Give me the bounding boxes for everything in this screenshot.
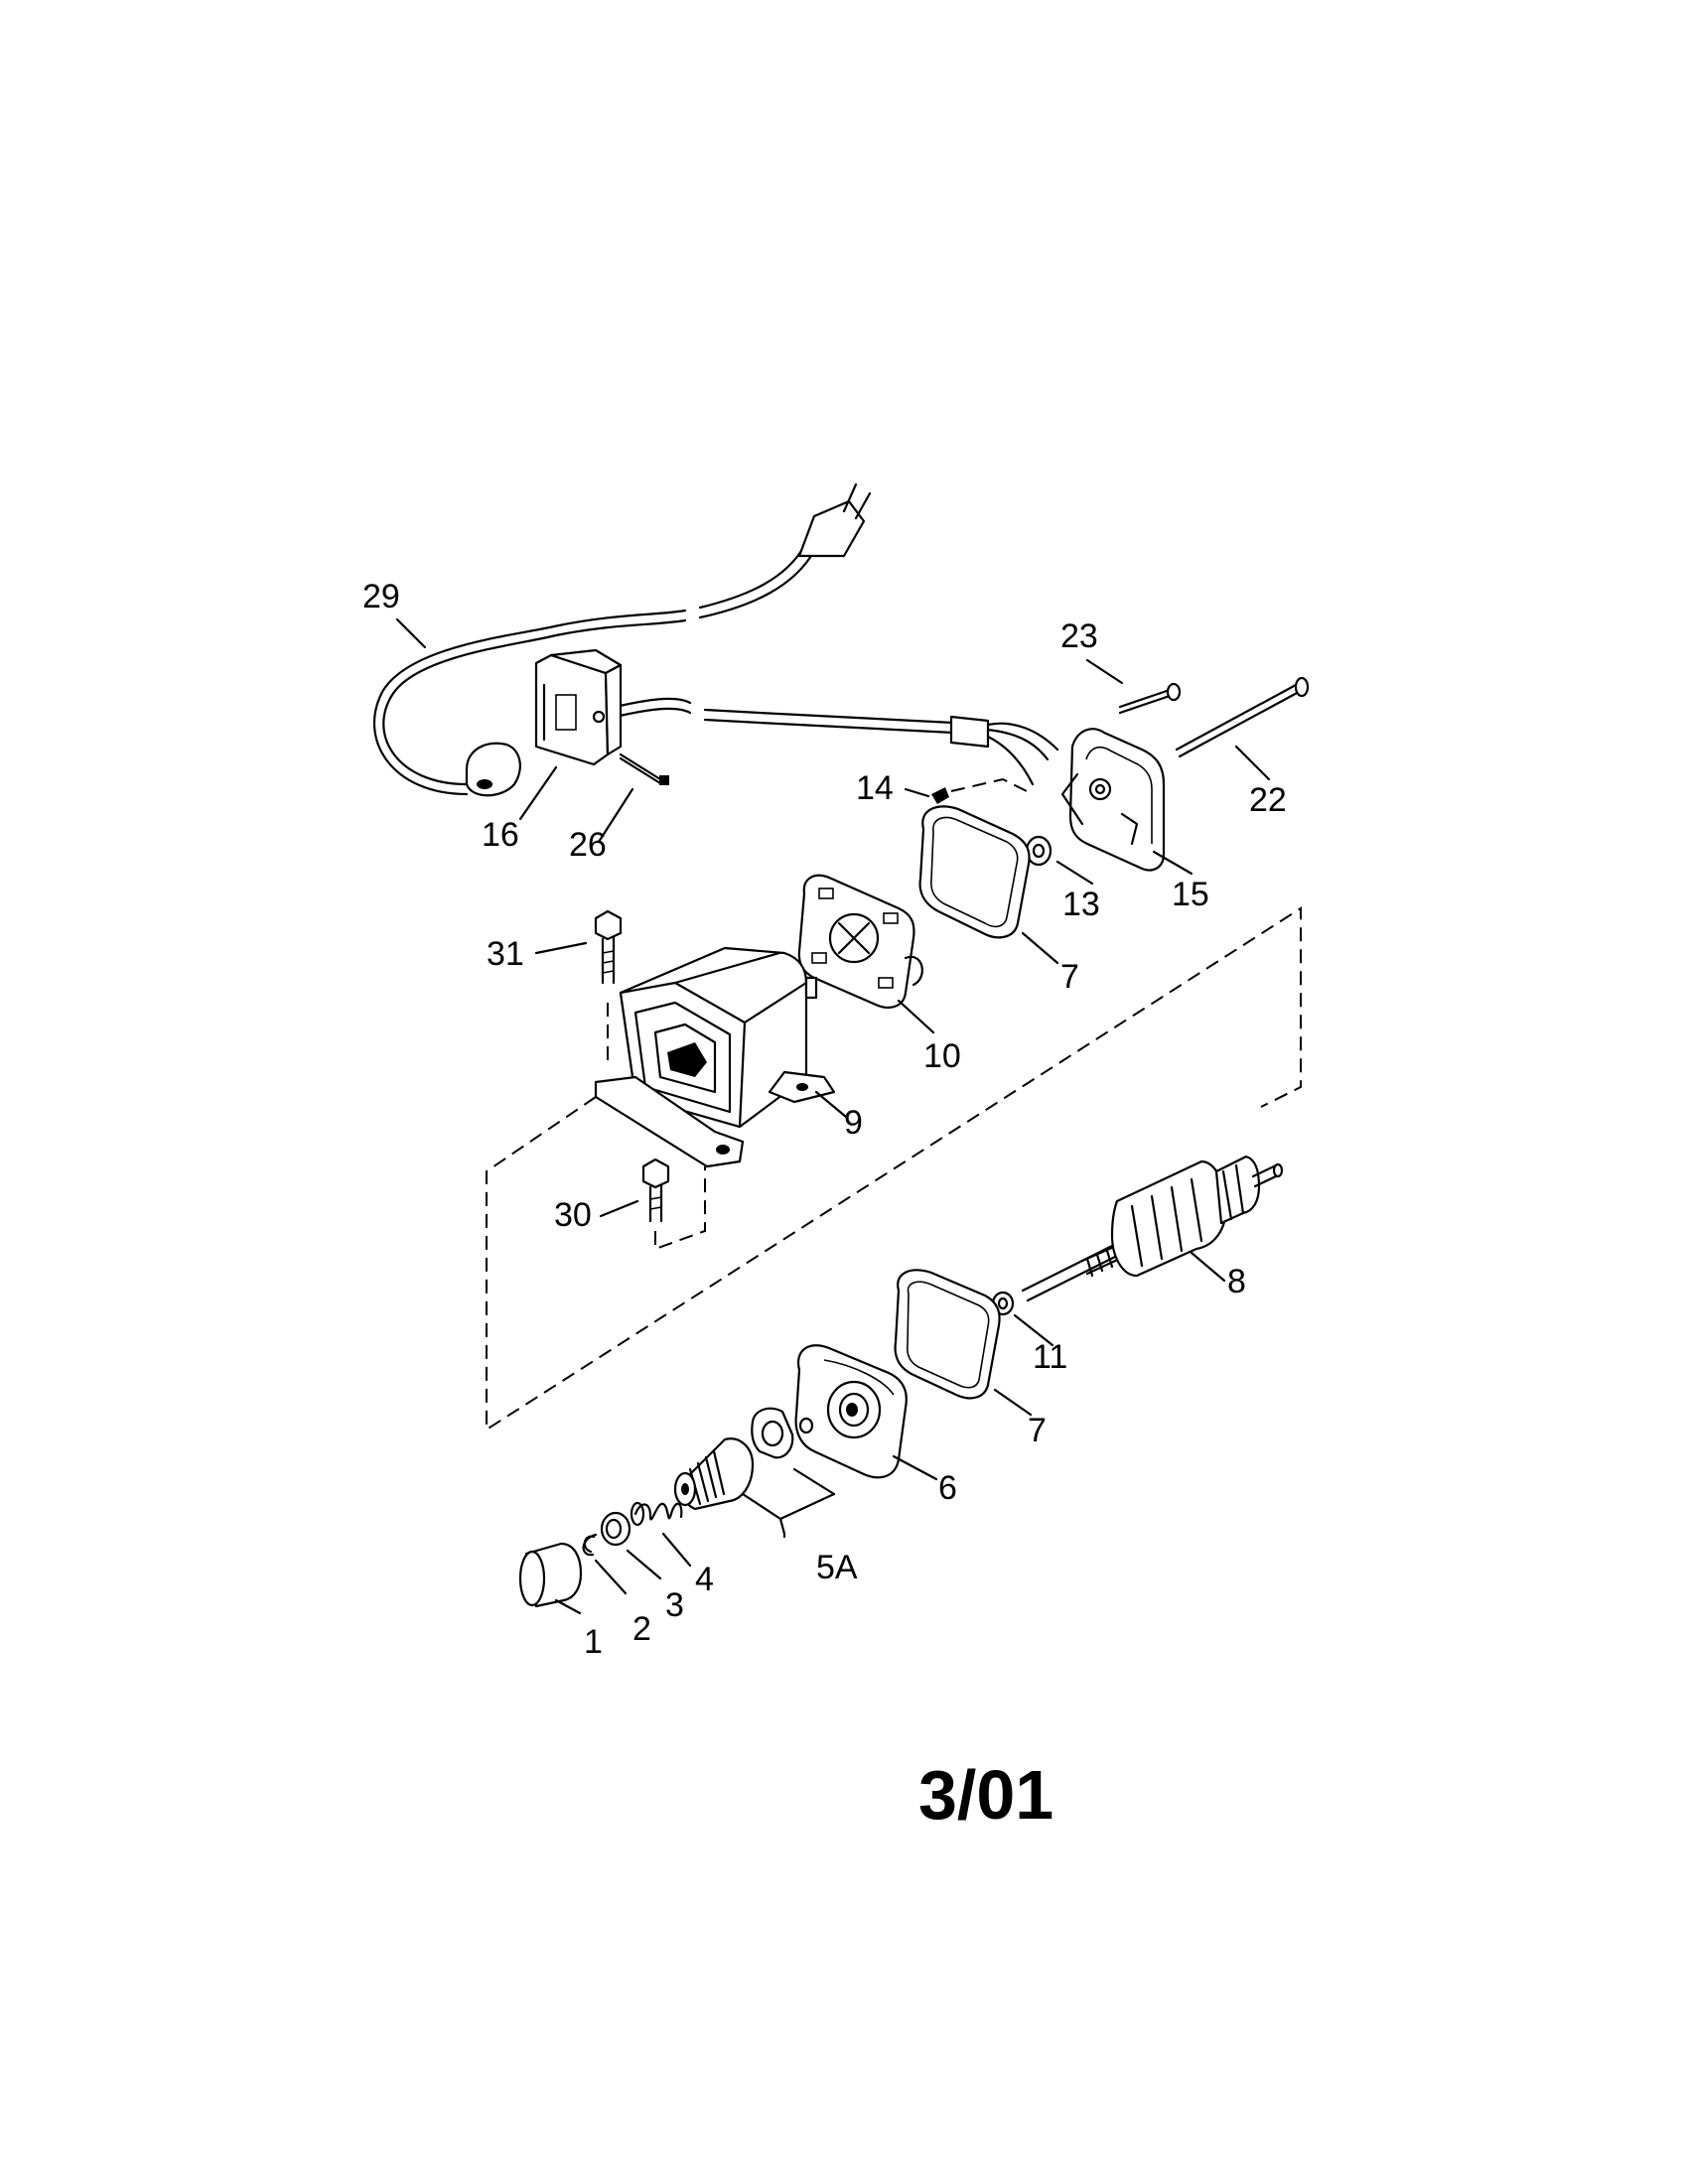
drive-end-cap: [794, 1344, 908, 1479]
label-15: 15: [1172, 876, 1209, 913]
cap-1: [518, 1542, 583, 1608]
collar-3: [600, 1511, 632, 1547]
label-26: 26: [569, 826, 607, 864]
end-cap: [1060, 728, 1166, 872]
label-10: 10: [923, 1037, 961, 1075]
drive-pinion-assembly: [673, 1407, 814, 1511]
motor-housing: [594, 946, 836, 1168]
label-6: 6: [938, 1469, 957, 1507]
label-8: 8: [1227, 1263, 1246, 1300]
bolt-31: [594, 909, 623, 985]
bolt-30: [641, 1158, 670, 1223]
label-13: 13: [1062, 886, 1100, 923]
screw-14: [931, 787, 949, 804]
part-labels: 29 16 26 23 22 14 13 15 31 7 10 9 30 8 1…: [362, 578, 1287, 1661]
label-5a: 5A: [816, 1549, 858, 1586]
switch-box: [534, 648, 623, 766]
leader-lines: [395, 617, 1271, 1615]
dashed-leader-30: [654, 1166, 706, 1251]
gasket-upper: [918, 805, 1031, 939]
label-30: 30: [554, 1196, 592, 1234]
date-stamp: 3/01: [918, 1756, 1053, 1834]
label-23: 23: [1060, 617, 1098, 655]
screw-26: [619, 752, 669, 785]
screw-23: [1118, 682, 1182, 715]
label-31: 31: [487, 935, 524, 973]
label-22: 22: [1249, 781, 1287, 819]
label-4: 4: [695, 1561, 714, 1598]
brush-plate: [797, 874, 923, 1009]
gasket-lower: [894, 1269, 1001, 1400]
dashed-leader-14: [950, 777, 1034, 795]
nut-13: [1025, 835, 1052, 867]
assembly-dashed-outline: [486, 906, 1302, 1432]
label-16: 16: [482, 816, 519, 854]
label-9: 9: [844, 1104, 863, 1142]
label-11: 11: [1033, 1338, 1067, 1376]
label-7-lower: 7: [1028, 1412, 1047, 1449]
label-2: 2: [632, 1610, 651, 1648]
label-29: 29: [362, 578, 400, 615]
armature: [1021, 1155, 1284, 1302]
label-7-upper: 7: [1060, 958, 1079, 996]
spring-4: [630, 1501, 683, 1527]
power-cord: [372, 482, 1059, 797]
label-14: 14: [856, 769, 894, 807]
label-3: 3: [665, 1586, 684, 1624]
retaining-ring-2: [582, 1533, 598, 1557]
label-1: 1: [584, 1623, 603, 1661]
through-bolt-22: [1175, 676, 1310, 758]
